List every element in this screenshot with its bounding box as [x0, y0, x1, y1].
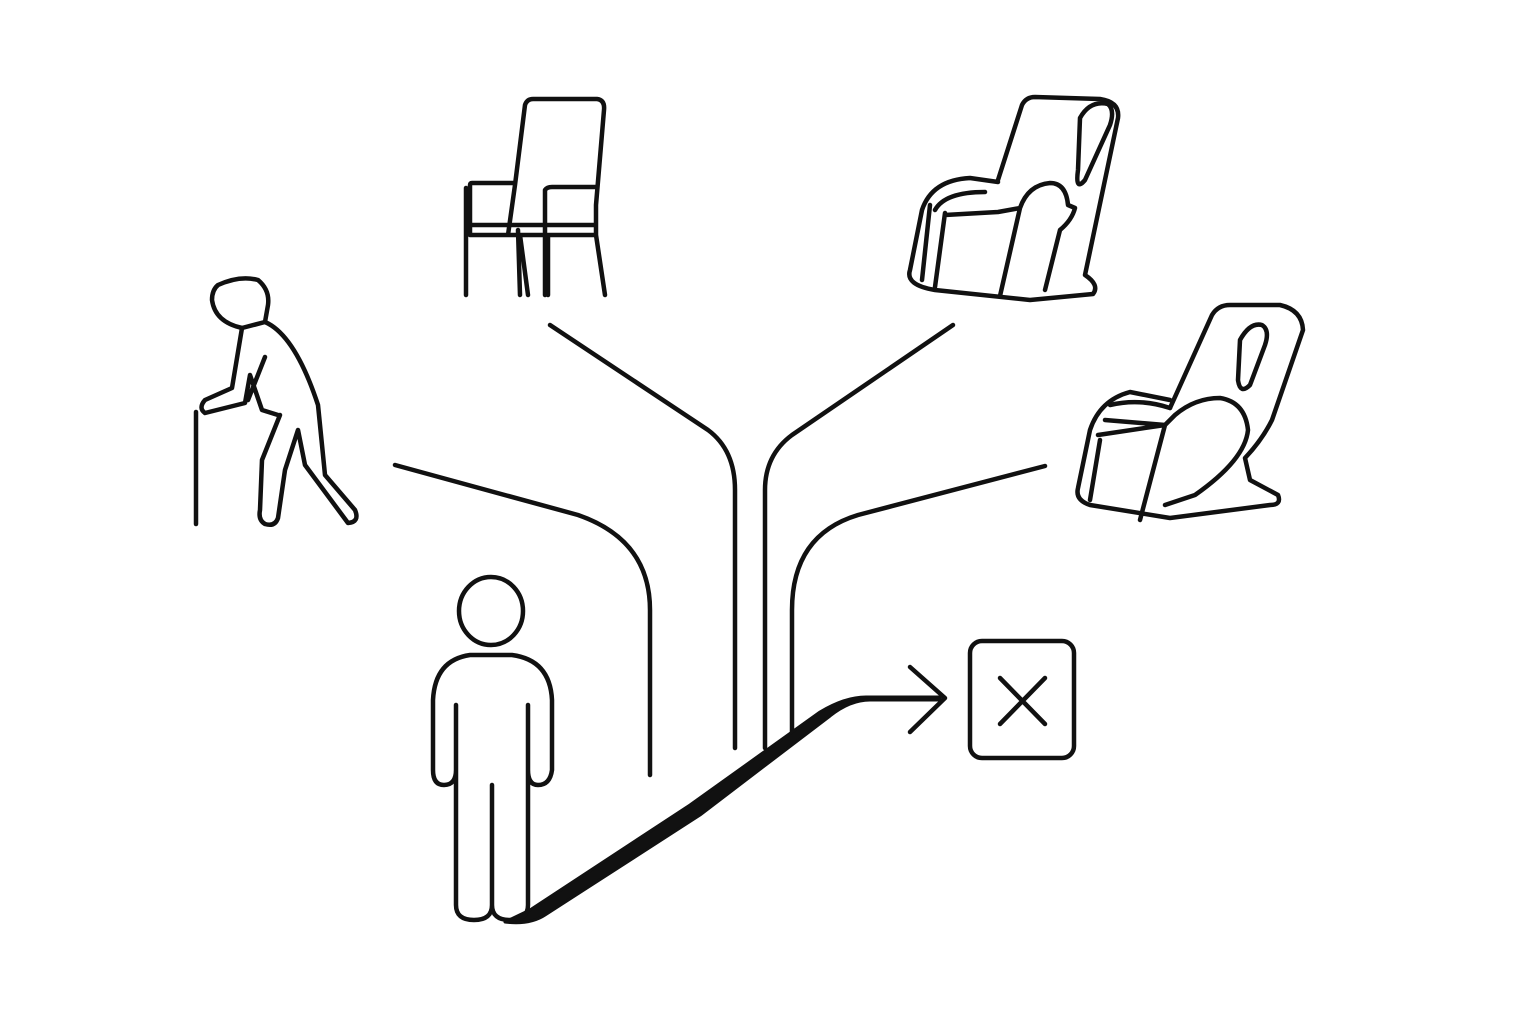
branch-line-massage-chair [762, 322, 956, 751]
branch-line-chair [547, 322, 738, 751]
reclined-massage-chair-icon [1075, 302, 1306, 523]
massage-chair-icon [907, 94, 1121, 303]
chosen-path [503, 695, 942, 925]
x-box-icon [967, 638, 1077, 761]
branch-line-reclined-chair [789, 463, 1048, 743]
standard-chair-icon [463, 96, 608, 298]
branch-line-elderly [392, 462, 653, 778]
person-icon [430, 574, 555, 923]
arrow-head-icon [907, 664, 948, 735]
elderly-person-with-cane-icon [193, 276, 359, 527]
